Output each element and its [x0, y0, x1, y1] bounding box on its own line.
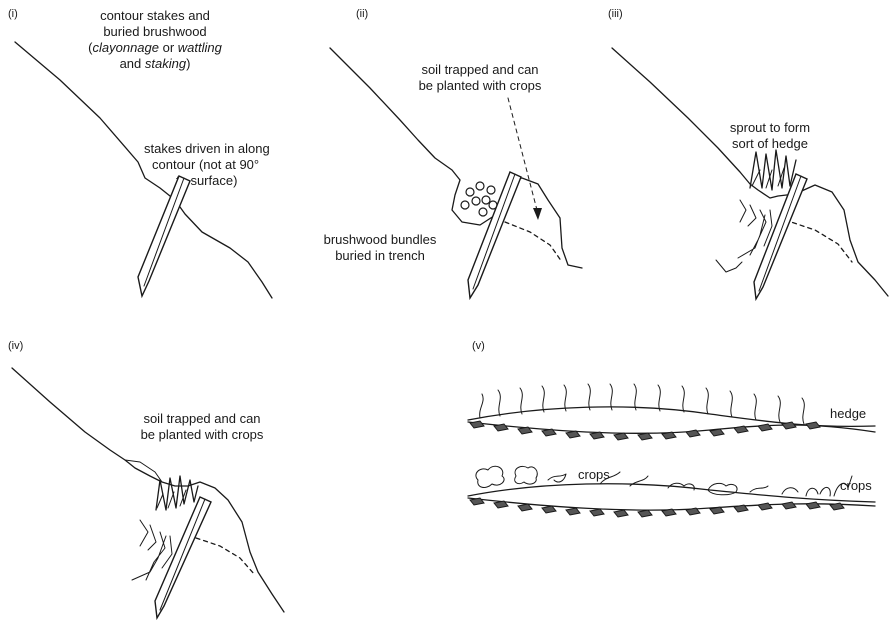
- ground-slope-line: [330, 48, 582, 268]
- brushwood-bundle-icon: [461, 182, 497, 216]
- roots-icon: [132, 520, 172, 580]
- slope-drawing: [0, 0, 300, 310]
- stake-cut-row-upper: [470, 421, 820, 440]
- crop-row-upper-line: [468, 484, 875, 502]
- filled-trench-drawing: [0, 310, 300, 622]
- panel-iii: (iii) sprout to form sort of hedge: [600, 0, 891, 310]
- plan-view-drawing: [450, 310, 891, 622]
- stake-cut-row-lower: [470, 498, 844, 517]
- sprout-icon: [750, 150, 796, 190]
- ground-slope-line: [15, 42, 272, 298]
- arrow-icon: [508, 98, 542, 220]
- panel-i: (i) contour stakes and buried brushwood …: [0, 0, 300, 310]
- stake-icon: [155, 497, 211, 618]
- original-surface-line: [785, 220, 852, 262]
- panel-v: (v) hedge crops crops: [450, 310, 891, 622]
- panel-iv: (iv) soil trapped and can be planted wit…: [0, 310, 300, 622]
- sprout-drawing: [600, 0, 891, 310]
- panel-ii: (ii) soil trapped and can be planted wit…: [300, 0, 600, 310]
- trench-drawing: [300, 0, 600, 310]
- stake-icon: [138, 176, 190, 296]
- original-surface-line: [505, 222, 562, 262]
- hedge-sprouts: [480, 384, 805, 424]
- ground-slope-line: [612, 48, 888, 296]
- original-surface-line: [196, 538, 255, 575]
- crop-clumps: [476, 466, 852, 496]
- sprout-icon: [156, 476, 198, 510]
